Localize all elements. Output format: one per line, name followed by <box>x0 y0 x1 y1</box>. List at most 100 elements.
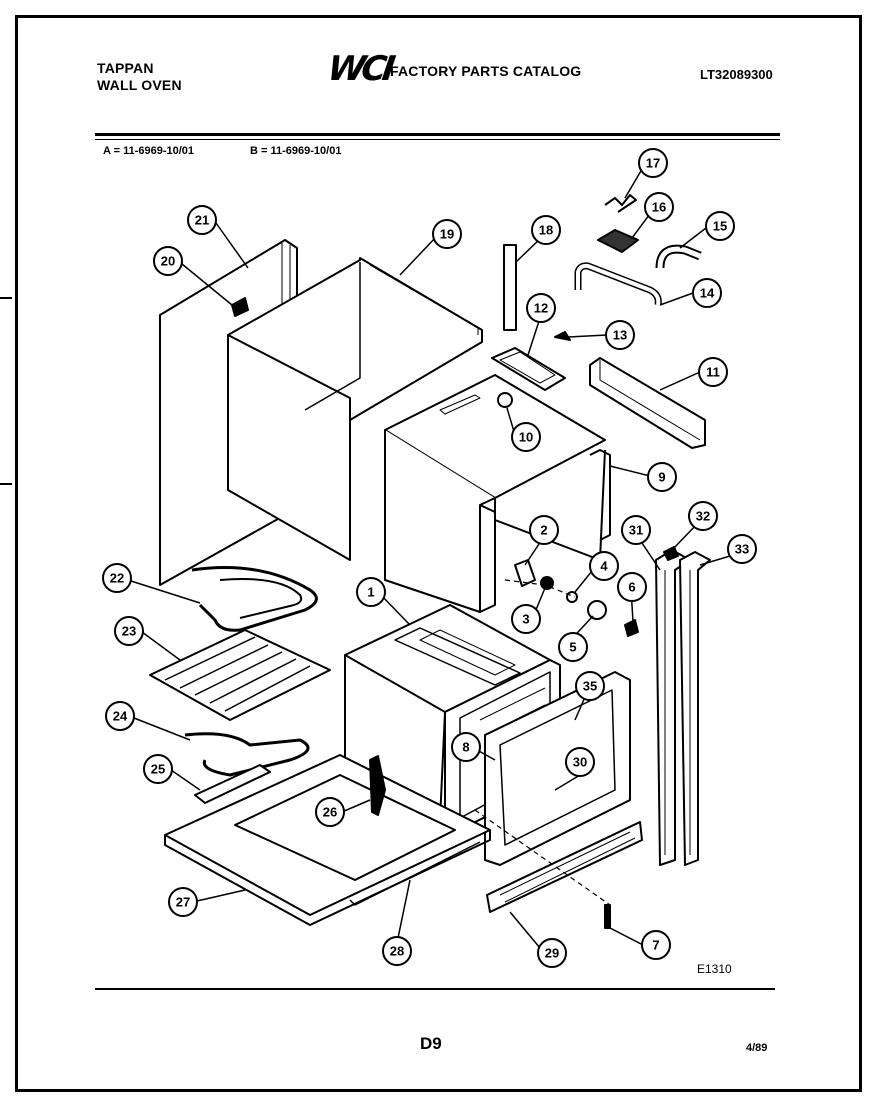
part-number: 11 <box>706 365 720 380</box>
hinge <box>624 619 639 637</box>
callout-circle <box>537 938 567 968</box>
header-brand-block: TAPPAN WALL OVEN <box>97 60 182 94</box>
indicator-light <box>587 600 607 620</box>
side-trim-right <box>679 551 711 866</box>
latch <box>369 755 386 816</box>
header-rule-thin <box>95 139 780 140</box>
bake-element <box>184 732 310 777</box>
catalog-code: LT32089300 <box>700 67 773 82</box>
part-number: 32 <box>696 509 710 524</box>
part-number: 2 <box>540 523 547 538</box>
callout-circle <box>565 747 595 777</box>
element-bracket <box>194 764 271 804</box>
callout-circle <box>558 632 588 662</box>
thermostat-body <box>514 559 536 587</box>
part-number: 6 <box>628 580 635 595</box>
part-number: 35 <box>583 679 597 694</box>
callout-circle <box>575 671 605 701</box>
callout-circle <box>688 501 718 531</box>
part-number: 30 <box>573 755 587 770</box>
callout-circle <box>621 515 651 545</box>
part-number: 13 <box>613 328 627 343</box>
callout-circle <box>382 936 412 966</box>
part-number: 15 <box>713 219 727 234</box>
part-number: 17 <box>646 156 660 171</box>
callout-circle <box>727 534 757 564</box>
callout-circle <box>529 515 559 545</box>
part-number: 12 <box>534 301 548 316</box>
callout-circle <box>451 732 481 762</box>
part-number: 23 <box>122 624 136 639</box>
edge-mark <box>0 483 12 485</box>
part-number: 33 <box>735 542 749 557</box>
door-frame <box>484 671 631 866</box>
callout-circle <box>187 205 217 235</box>
valve-knob <box>497 392 513 408</box>
part-number: 22 <box>110 571 124 586</box>
door-screw <box>604 904 611 929</box>
callout-circle <box>153 246 183 276</box>
part-number: 20 <box>161 254 175 269</box>
callout-circle <box>705 211 735 241</box>
pipe <box>574 262 662 306</box>
broil-element <box>191 566 318 632</box>
part-number: 7 <box>652 938 659 953</box>
clip <box>604 194 637 213</box>
part-number: 29 <box>545 946 559 961</box>
header-rule <box>95 133 780 136</box>
callout-circle <box>641 930 671 960</box>
bracket <box>589 357 706 449</box>
oven-rack <box>149 629 331 721</box>
part-number: 9 <box>658 470 665 485</box>
edge-mark <box>0 297 12 299</box>
product-name: WALL OVEN <box>97 77 182 93</box>
callout-circle <box>605 320 635 350</box>
model-a: A = 11-6969-10/01 <box>103 145 195 157</box>
revision-date: 4/89 <box>746 1042 768 1054</box>
callout-circle <box>356 577 386 607</box>
part-number: 24 <box>113 709 128 724</box>
part-number: 21 <box>195 213 209 228</box>
callout-circle <box>143 754 173 784</box>
model-b: B = 11-6969-10/01 <box>250 145 342 157</box>
callout-circle <box>114 616 144 646</box>
callout-circle <box>511 604 541 634</box>
callout-circle <box>102 563 132 593</box>
callout-circle <box>647 462 677 492</box>
part-number: 28 <box>390 944 404 959</box>
page-border <box>15 15 862 1092</box>
callout-circle <box>511 422 541 452</box>
tube <box>503 244 517 331</box>
part-number: 25 <box>151 762 165 777</box>
part-number: 26 <box>323 805 337 820</box>
part-number: 18 <box>539 223 553 238</box>
liner-left-panel <box>227 334 351 561</box>
oven-bottom-inner <box>234 774 456 881</box>
part-number: 19 <box>440 227 454 242</box>
callout-circle <box>638 148 668 178</box>
callout-circle <box>432 219 462 249</box>
part-number: 8 <box>462 740 469 755</box>
screw <box>554 331 571 341</box>
brand-name: TAPPAN <box>97 60 154 76</box>
bracket-20 <box>231 297 249 317</box>
page-number: D9 <box>420 1034 442 1053</box>
callout-circle <box>168 887 198 917</box>
callout-circle <box>644 192 674 222</box>
callout-circle <box>698 357 728 387</box>
part-number: 16 <box>652 200 666 215</box>
callout-circle <box>692 278 722 308</box>
callout-circle <box>589 551 619 581</box>
knob-small <box>540 576 554 590</box>
part-number: 31 <box>629 523 643 538</box>
callout-circle <box>617 572 647 602</box>
callout-circle <box>105 701 135 731</box>
callout-circle <box>531 215 561 245</box>
part-number: 27 <box>176 895 190 910</box>
part-number: 4 <box>600 559 608 574</box>
callout-circle <box>526 293 556 323</box>
part-number: 1 <box>367 585 374 600</box>
part-number: 14 <box>700 286 715 301</box>
clip-32 <box>663 546 679 561</box>
